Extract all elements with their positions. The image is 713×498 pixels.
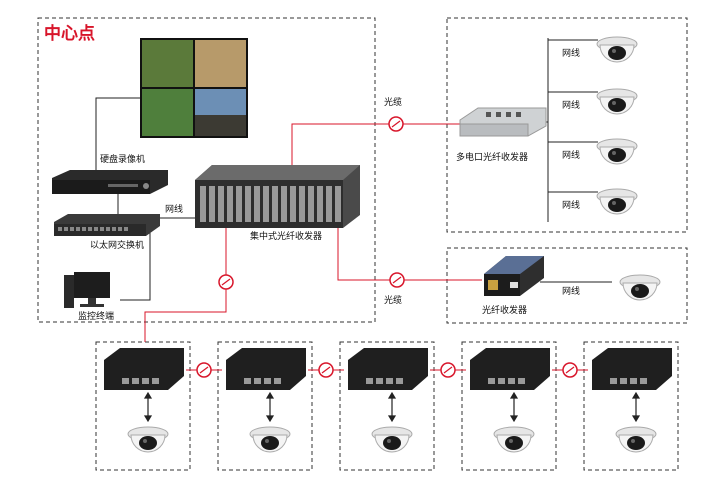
dvr-label: 硬盘录像机 [100, 155, 146, 165]
camera-icon-edge-5 [615, 426, 657, 453]
edge-node-box-2 [217, 341, 313, 471]
edge-transceiver-4 [470, 348, 550, 390]
link-arrows [143, 391, 641, 423]
camera-icon-top-4 [596, 188, 638, 215]
single-transceiver-box [446, 247, 688, 324]
edge-node-box-4 [461, 341, 557, 471]
edge-transceiver-2 [226, 348, 306, 390]
multi-transceiver-box [446, 17, 688, 233]
camera-icon-edge-4 [493, 426, 535, 453]
rack-transceiver-label: 集中式光纤收发器 [250, 232, 323, 242]
rack-transceiver-device [195, 165, 360, 228]
net-label-mid: 网线 [562, 287, 581, 297]
switch-label: 以太网交换机 [90, 241, 145, 251]
net-label-1: 网线 [562, 49, 581, 59]
net-label-3: 网线 [562, 151, 581, 161]
ethernet-switch-device [54, 214, 160, 236]
cable-label-center: 网线 [165, 205, 184, 215]
multi-port-transceiver-device [459, 107, 547, 137]
edge-transceiver-1 [104, 348, 184, 390]
camera-icon-mid [619, 274, 661, 301]
fiber-label-top: 光缆 [384, 98, 403, 108]
net-label-2: 网线 [562, 101, 581, 111]
multi-transceiver-label: 多电口光纤收发器 [456, 153, 529, 163]
center-point-title: 中心点 [44, 24, 95, 44]
monitor-terminal-device [64, 272, 110, 308]
single-transceiver-label: 光纤收发器 [482, 306, 528, 316]
center-point-box [37, 17, 376, 323]
edge-node-box-5 [583, 341, 679, 471]
edge-transceiver-3 [348, 348, 428, 390]
edge-node-box-3 [339, 341, 435, 471]
camera-icon-top-2 [596, 88, 638, 115]
camera-icon-edge-2 [249, 426, 291, 453]
single-transceiver-device [484, 256, 544, 296]
camera-icon-edge-1 [127, 426, 169, 453]
camera-icon-top-3 [596, 138, 638, 165]
monitor-label: 监控终端 [78, 312, 115, 322]
camera-icon-top-1 [596, 36, 638, 63]
fiber-label-mid: 光缆 [384, 296, 403, 306]
video-wall [140, 38, 248, 138]
ethernet-cables [95, 38, 612, 301]
dvr-device [52, 170, 168, 194]
camera-icon-edge-3 [371, 426, 413, 453]
edge-transceiver-5 [592, 348, 672, 390]
fiber-cables [144, 123, 588, 371]
net-label-4: 网线 [562, 201, 581, 211]
edge-transceivers [104, 348, 672, 390]
edge-node-box-1 [95, 341, 191, 471]
